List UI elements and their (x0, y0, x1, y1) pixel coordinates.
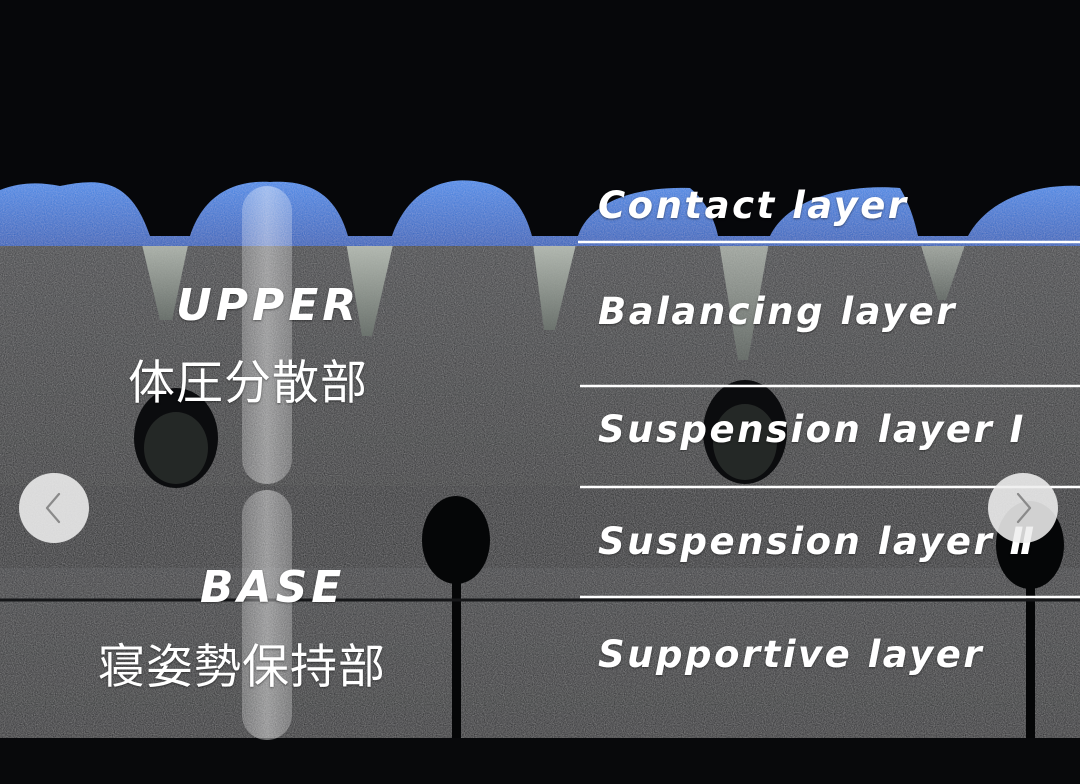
upper-group-title: UPPER (176, 280, 361, 331)
next-slide-button[interactable] (988, 473, 1058, 543)
base-group-title: BASE (200, 562, 346, 613)
prev-slide-button[interactable] (19, 473, 89, 543)
layer-label-suspension-2: Suspension layer Ⅱ (598, 520, 1037, 563)
base-group-subtitle: 寝姿勢保持部 (98, 640, 386, 695)
chevron-right-icon (1016, 492, 1032, 524)
chevron-left-icon (45, 492, 61, 524)
layer-label-suspension-1: Suspension layer Ⅰ (598, 408, 1026, 451)
layer-label-supportive: Supportive layer (598, 633, 985, 676)
upper-group-subtitle: 体圧分散部 (128, 356, 368, 411)
layer-label-contact: Contact layer (598, 184, 909, 227)
layer-label-balancing: Balancing layer (598, 290, 957, 333)
